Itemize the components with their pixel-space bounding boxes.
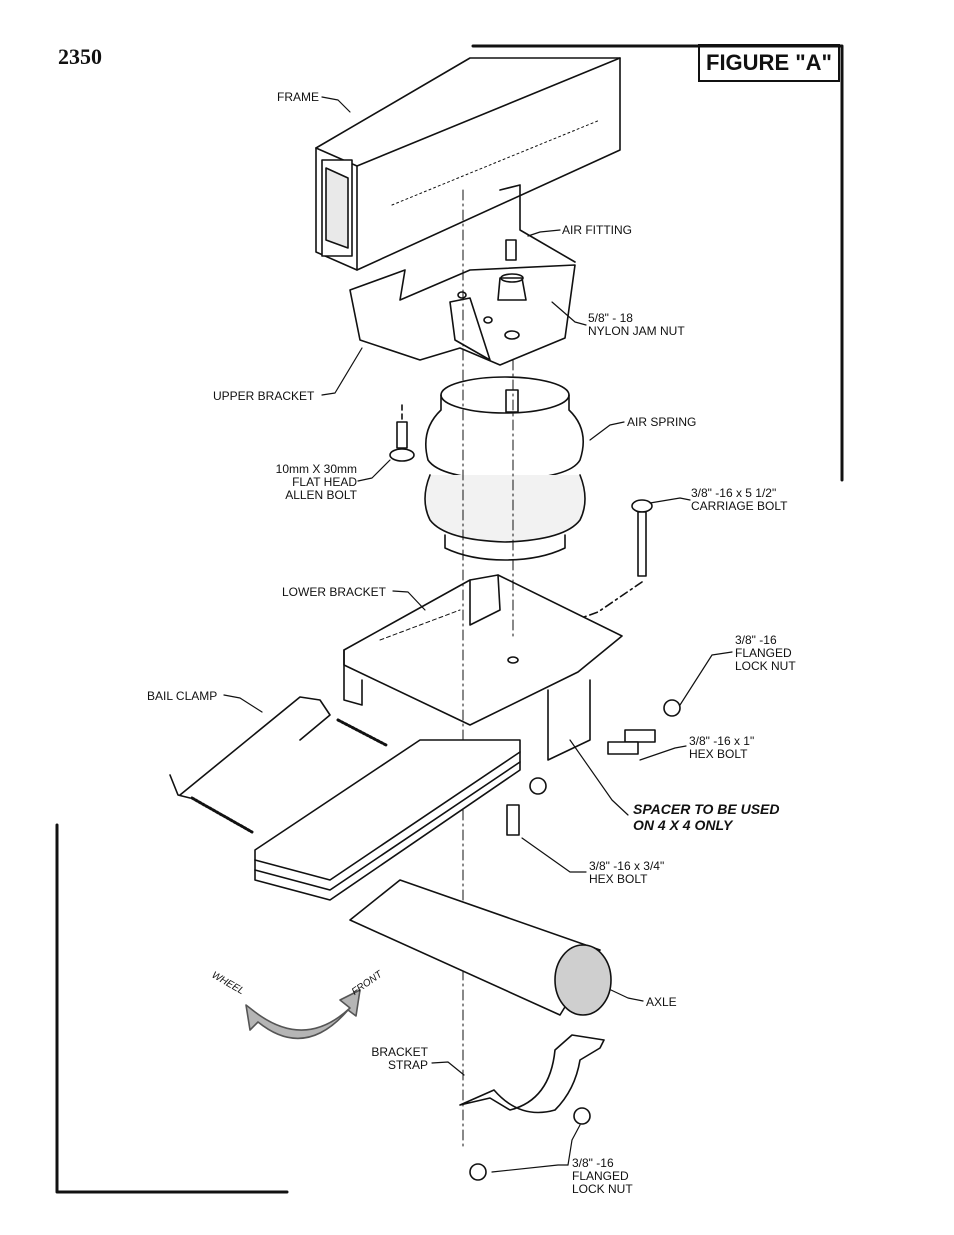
- page-border: [55, 44, 844, 1194]
- page-number: 2350: [58, 44, 102, 69]
- label-bracket-strap: BRACKET STRAP: [371, 1045, 428, 1072]
- axle-part: [349, 879, 612, 1016]
- wheel-front-arrow: [245, 989, 361, 1040]
- lock-nuts: [469, 699, 681, 1181]
- label-jam-nut: 5/8" - 18 NYLON JAM NUT: [588, 311, 685, 338]
- spacer-note: SPACER TO BE USED ON 4 X 4 ONLY: [633, 801, 780, 833]
- leader-lines: [223, 96, 733, 1173]
- label-carriage-bolt: 3/8" -16 x 5 1/2" CARRIAGE BOLT: [691, 486, 788, 513]
- label-bail-clamp: BAIL CLAMP: [147, 689, 218, 703]
- label-flanged-lock-nut-top: 3/8" -16 FLANGED LOCK NUT: [735, 633, 796, 673]
- label-air-spring: AIR SPRING: [627, 415, 697, 429]
- bracket-strap-part: [459, 1034, 605, 1114]
- label-upper-bracket: UPPER BRACKET: [213, 389, 315, 403]
- label-hex-bolt-3-4: 3/8" -16 x 3/4" HEX BOLT: [589, 859, 665, 886]
- air-fitting-part: [497, 239, 527, 301]
- bail-clamp-part: [169, 696, 388, 834]
- leaf-spring-part: [254, 739, 521, 901]
- label-air-fitting: AIR FITTING: [562, 223, 632, 237]
- flat-head-bolt-part: [389, 404, 415, 462]
- hex-bolts: [506, 729, 656, 836]
- label-flanged-lock-nut-bottom: 3/8" -16 FLANGED LOCK NUT: [572, 1156, 633, 1196]
- figure-title: FIGURE "A": [698, 44, 840, 82]
- label-lower-bracket: LOWER BRACKET: [282, 585, 387, 599]
- frame-rail: [315, 57, 621, 271]
- label-axle: AXLE: [646, 995, 677, 1009]
- label-flat-head-bolt: 10mm X 30mm FLAT HEAD ALLEN BOLT: [275, 462, 357, 502]
- air-spring-part: [424, 376, 586, 561]
- lower-bracket: [343, 574, 623, 761]
- label-frame: FRAME: [277, 90, 319, 104]
- label-hex-bolt-1: 3/8" -16 x 1" HEX BOLT: [689, 734, 755, 761]
